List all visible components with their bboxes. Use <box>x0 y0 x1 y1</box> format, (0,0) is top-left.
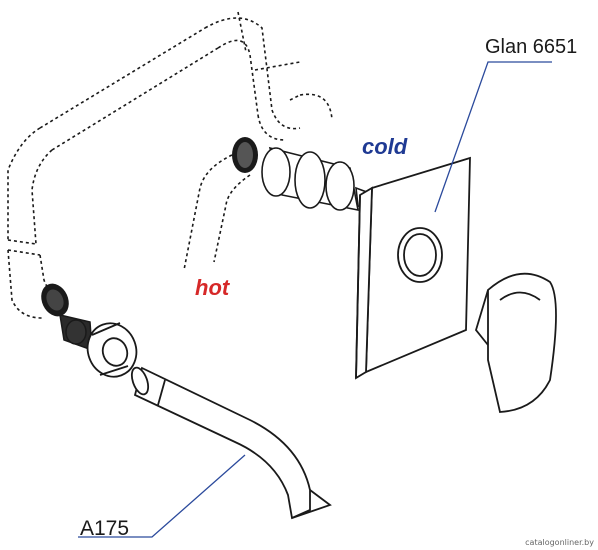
outlet-adapter <box>59 314 93 352</box>
panel-model-label: Glan 6651 <box>485 36 578 58</box>
hot-label: hot <box>195 275 230 300</box>
lever-handle <box>475 272 557 413</box>
wall-spout <box>130 366 332 520</box>
cold-label: cold <box>362 134 408 159</box>
valve-cartridge <box>261 146 377 212</box>
spout-model-label: A175 <box>80 517 130 540</box>
hot-inlet-thread <box>232 137 258 173</box>
glan-leader-line <box>434 61 552 213</box>
leader-lines <box>78 61 552 538</box>
outlet-thread <box>41 283 69 317</box>
concealed-pipework <box>7 11 333 319</box>
spout-escutcheon-ring <box>86 322 138 378</box>
watermark: catalogonliner.by <box>525 538 594 547</box>
a175-leader-line <box>78 454 246 538</box>
cover-plate <box>355 156 471 380</box>
